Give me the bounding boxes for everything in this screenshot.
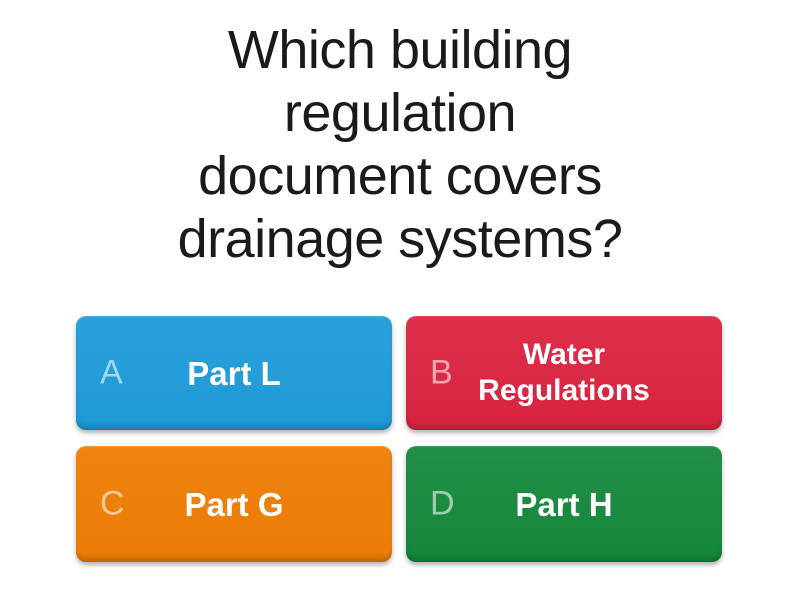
answer-letter: A	[100, 353, 123, 392]
answer-letter: D	[430, 484, 455, 523]
answer-letter: C	[100, 484, 125, 523]
answer-button-a[interactable]: A Part L	[76, 316, 392, 430]
answer-button-c[interactable]: C Part G	[76, 446, 392, 562]
answer-button-d[interactable]: D Part H	[406, 446, 722, 562]
answer-label: Part G	[184, 485, 284, 523]
answer-label: Part H	[515, 485, 613, 523]
question-line: document covers	[198, 146, 602, 206]
answer-button-b[interactable]: B Water Regulations	[406, 316, 722, 430]
question-text: Which building regulation document cover…	[0, 19, 800, 271]
answer-label: Part L	[187, 354, 281, 392]
question-line: drainage systems?	[177, 209, 623, 269]
question-line: regulation	[283, 83, 517, 143]
answer-label: Water Regulations	[478, 338, 650, 407]
answer-grid: A Part L B Water Regulations C Part G D …	[76, 316, 722, 562]
answer-letter: B	[430, 353, 453, 392]
question-line: Which building	[227, 20, 573, 80]
